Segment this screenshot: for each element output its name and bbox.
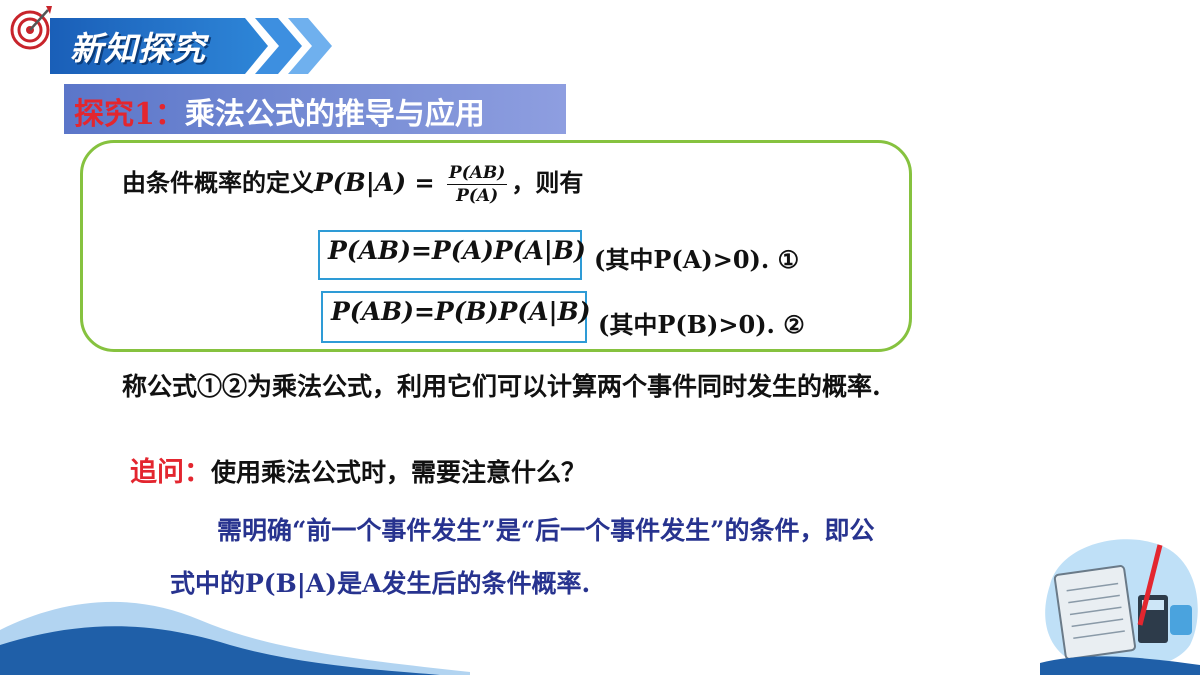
conditional-prob-lhs: P(B|A)	[314, 168, 407, 197]
equals-sign: =	[414, 168, 435, 197]
formula-box-2: P(AB)=P(B)P(A|B)	[321, 291, 591, 343]
math-notebook-illustration	[1040, 539, 1200, 675]
followup-label: 追问：	[130, 457, 211, 488]
formula-1: P(AB)=P(A)P(A|B)	[328, 236, 586, 265]
definition-prefix: 由条件概率的定义	[122, 168, 314, 197]
chevron-arrows-icon	[255, 18, 332, 74]
section-label: 探究1：乘法公式的推导与应用	[64, 84, 566, 134]
definition-line: 由条件概率的定义P(B|A) = P(AB) P(A) ，则有	[122, 162, 583, 207]
section-title: 乘法公式的推导与应用	[184, 97, 485, 132]
formula-box-1: P(AB)=P(A)P(A|B)	[318, 230, 586, 280]
fraction: P(AB) P(A)	[446, 162, 508, 207]
fraction-numerator: P(AB)	[446, 163, 508, 185]
header-banner	[50, 18, 332, 74]
formula-2-condition: (其中P(B)>0). ②	[598, 310, 805, 339]
multiplication-note: 称公式①②为乘法公式，利用它们可以计算两个事件同时发生的概率.	[122, 372, 881, 401]
wave-decoration	[0, 601, 470, 675]
formula-1-condition: (其中P(A)>0). ①	[594, 245, 800, 274]
answer-line-1: 需明确“前一个事件发生”是“后一个事件发生”的条件，即公	[217, 516, 875, 545]
derivation-box	[80, 140, 912, 352]
section-number: 探究1：	[74, 97, 185, 132]
followup-question: 追问：使用乘法公式时，需要注意什么？	[130, 450, 586, 489]
formula-2: P(AB)=P(B)P(A|B)	[331, 297, 591, 326]
page-title: 新知探究	[70, 29, 206, 68]
fraction-denominator: P(A)	[456, 186, 499, 206]
answer-line-2: 式中的P(B|A)是A发生后的条件概率.	[170, 569, 591, 598]
definition-suffix: ，则有	[511, 168, 584, 197]
dart-target-icon	[10, 6, 52, 50]
followup-text: 使用乘法公式时，需要注意什么？	[211, 458, 587, 487]
